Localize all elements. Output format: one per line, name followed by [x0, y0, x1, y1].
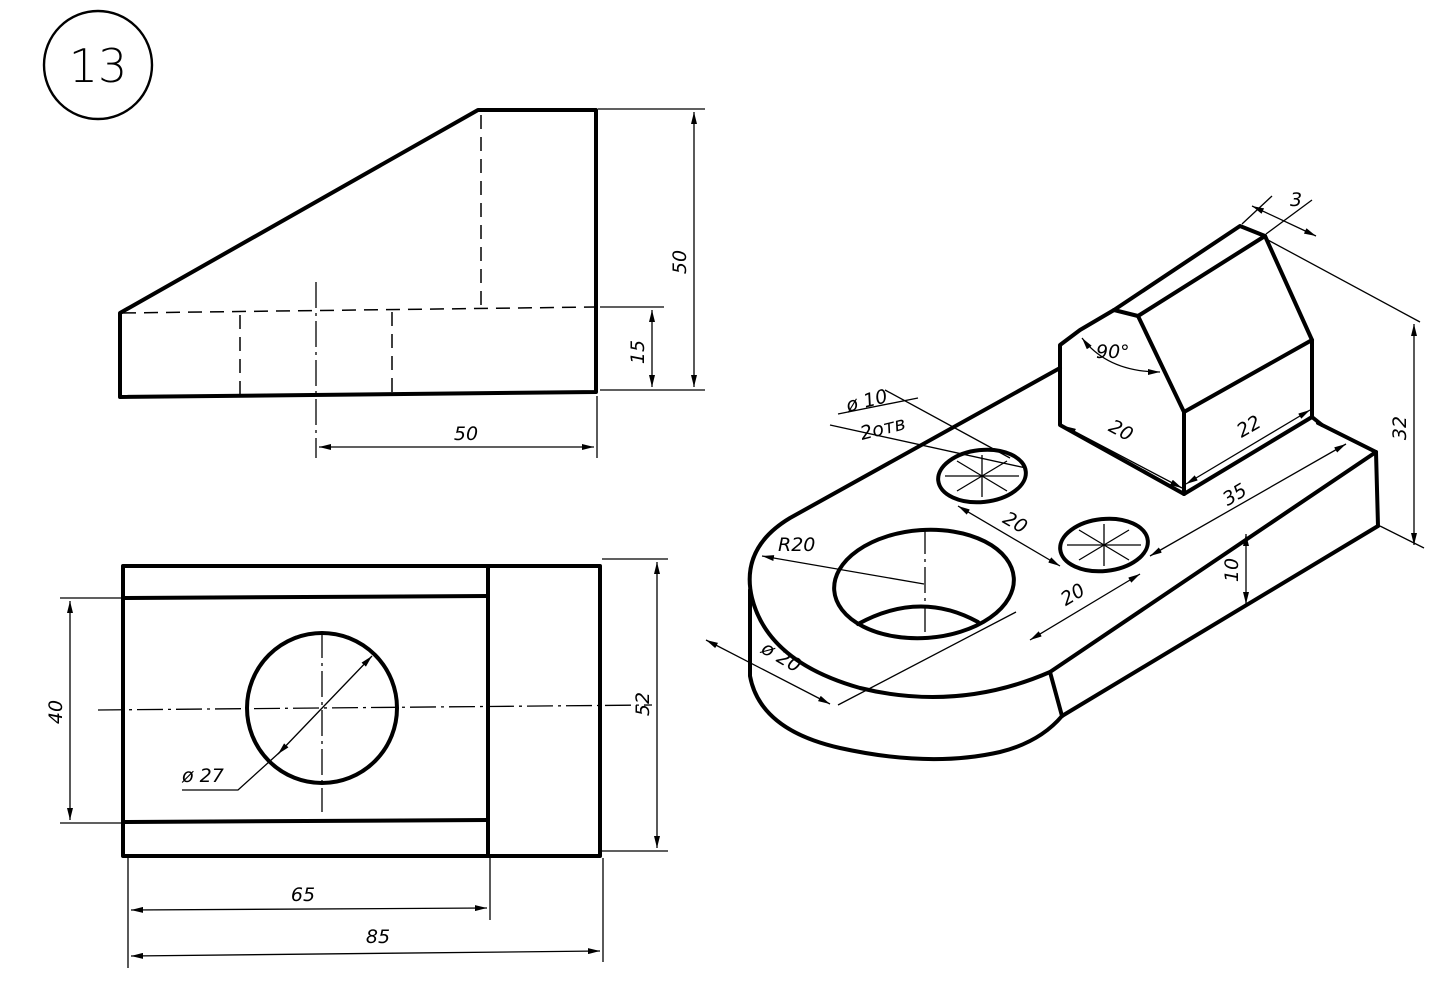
dim-overall-width: 52: [632, 692, 654, 716]
isometric-view: 90° 3 32 20 22 ø 10 2отв 20 20 35: [705, 189, 1425, 762]
angle-arc: [1081, 337, 1161, 375]
slot-edge-top: [123, 594, 490, 600]
base-left-edge: [748, 588, 1064, 762]
base-right-edge: [1374, 450, 1380, 528]
dimension-line-chamfer: [1251, 205, 1317, 237]
large-hole: [832, 527, 1016, 641]
dim-block-width: 20: [1105, 415, 1137, 446]
top-view-outline: [121, 564, 602, 858]
holes-leader-line: [829, 424, 1027, 469]
dim-overall-length: 85: [366, 926, 390, 948]
extension-line: [1265, 199, 1313, 235]
base-top-face: [747, 366, 1378, 699]
dimension-line-hole-spacing-1: [957, 505, 1061, 567]
block-ridge: [1112, 234, 1267, 318]
large-hole-inner-edge: [856, 604, 980, 626]
base-bottom-edge: [1060, 524, 1380, 718]
small-hole-2: [1058, 516, 1150, 574]
dim-angle: 90°: [1096, 341, 1130, 363]
dim-base-thickness: 10: [1221, 558, 1243, 582]
holes-extension: [884, 389, 1011, 459]
hidden-edge-base-top: [121, 306, 597, 314]
dim-hole-diameter: ø 27: [181, 765, 224, 787]
hole-diameter-leader: [182, 751, 281, 791]
dim-overall-height: 50: [669, 250, 691, 274]
holes-leader-shelf: [837, 397, 919, 415]
dim-block-length: 22: [1233, 411, 1265, 442]
dimension-line-big-hole: [705, 639, 831, 705]
top-view: ø 27 40 52 65 85: [45, 558, 668, 968]
dimension-line-hole-spacing-2: [1029, 573, 1141, 641]
dim-chamfer: 3: [1290, 189, 1302, 211]
horizontal-center-line: [97, 704, 653, 711]
dim-height-total: 32: [1389, 416, 1411, 440]
block-roof-edge: [1136, 314, 1314, 414]
dimension-line-rail-length: [1149, 443, 1347, 557]
dim-rail-length: 35: [1219, 479, 1251, 510]
dim-offset-width: 50: [454, 423, 478, 445]
dim-big-hole: ø 20: [757, 637, 805, 677]
block-base-joint: [1310, 415, 1324, 427]
base-front-corner: [1048, 670, 1064, 718]
slot-edge-bottom: [123, 818, 490, 824]
drawing-number-badge: 13: [42, 9, 154, 121]
small-hole-1: [936, 447, 1028, 505]
hole-axis-lines: [945, 455, 1141, 566]
dim-holes-diameter: ø 10: [843, 385, 890, 417]
front-view-outline: [118, 108, 598, 399]
extension-line: [837, 611, 1017, 706]
front-view: 50 15 50: [118, 108, 705, 458]
dim-base-height: 15: [627, 340, 649, 364]
extension-line: [1241, 195, 1273, 225]
extension-line: [1379, 525, 1425, 549]
dimension-line-length-65: [130, 905, 488, 913]
radius-line: [761, 555, 925, 585]
badge-number: 13: [69, 39, 128, 93]
dimension-line-length-85: [130, 948, 601, 959]
dim-hole-spacing-2: 20: [1057, 579, 1089, 610]
dim-inner-width: 40: [45, 700, 67, 724]
hole-diameter-line: [277, 655, 373, 755]
extension-line: [1267, 239, 1421, 323]
dim-radius: R20: [778, 534, 815, 556]
dim-inner-length: 65: [291, 884, 315, 906]
